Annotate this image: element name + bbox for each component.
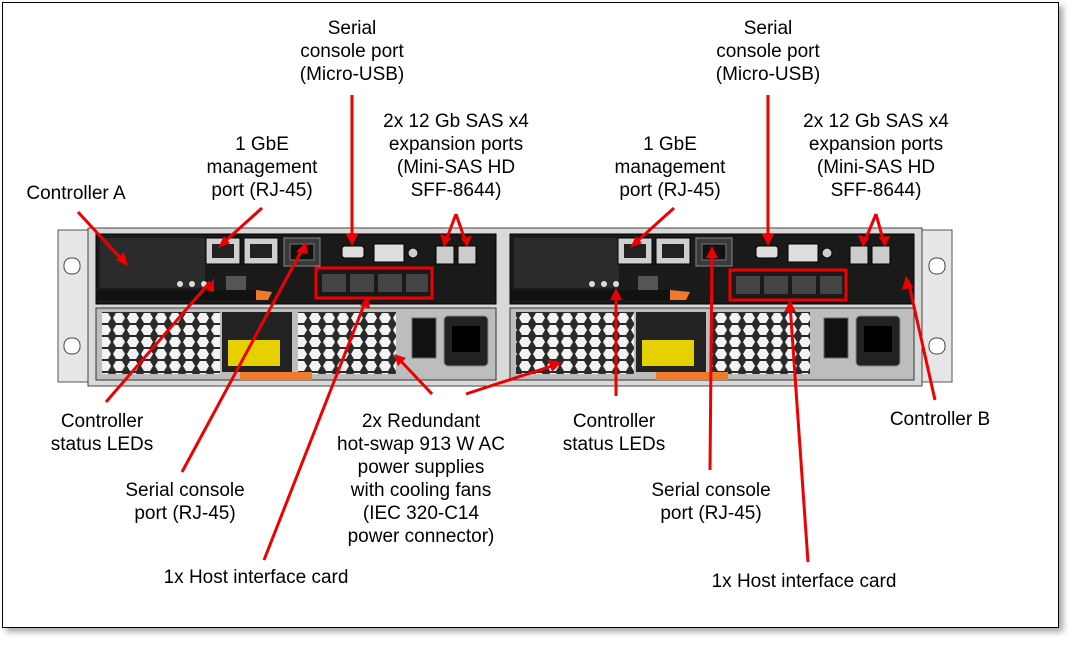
label-sas-ports-a: 2x 12 Gb SAS x4 expansion ports (Mini-SA… — [383, 111, 529, 201]
label-gbe-port-b: 1 GbE management port (RJ-45) — [614, 134, 726, 201]
sas-port-b2 — [871, 245, 891, 265]
label-status-leds-a: Controller status LEDs — [50, 411, 154, 455]
sas-port-a2 — [457, 245, 477, 265]
sas-port-a1 — [435, 245, 455, 265]
label-serial-micro-usb-a: Serial console port (Micro-USB) — [299, 18, 405, 85]
label-controller-b: Controller B — [889, 409, 991, 430]
label-host-interface-card-a: 1x Host interface card — [163, 567, 349, 588]
label-sas-ports-b: 2x 12 Gb SAS x4 expansion ports (Mini-SA… — [803, 111, 949, 201]
label-serial-micro-usb-b: Serial console port (Micro-USB) — [715, 18, 821, 85]
pointer-lines — [76, 95, 937, 563]
power-supply-b — [509, 307, 915, 381]
pointer-arrowheads — [116, 234, 913, 372]
power-supply-a — [95, 307, 497, 381]
label-status-leds-b: Controller status LEDs — [562, 411, 666, 455]
controller-a-module — [95, 233, 497, 305]
label-controller-a: Controller A — [26, 183, 126, 204]
label-gbe-port-a: 1 GbE management port (RJ-45) — [206, 134, 318, 201]
label-power-supplies: 2x Redundant hot-swap 913 W AC power sup… — [337, 411, 505, 547]
label-serial-rj45-a: Serial console port (RJ-45) — [125, 480, 245, 524]
label-serial-rj45-b: Serial console port (RJ-45) — [651, 480, 771, 524]
rack-ear-right — [921, 229, 953, 383]
micro-usb-port-b — [755, 245, 779, 259]
label-host-interface-card-b: 1x Host interface card — [711, 571, 897, 592]
micro-usb-port-a — [341, 245, 365, 259]
rack-ear-left — [57, 229, 89, 383]
sas-port-b1 — [849, 245, 869, 265]
controller-b-module — [509, 233, 915, 305]
